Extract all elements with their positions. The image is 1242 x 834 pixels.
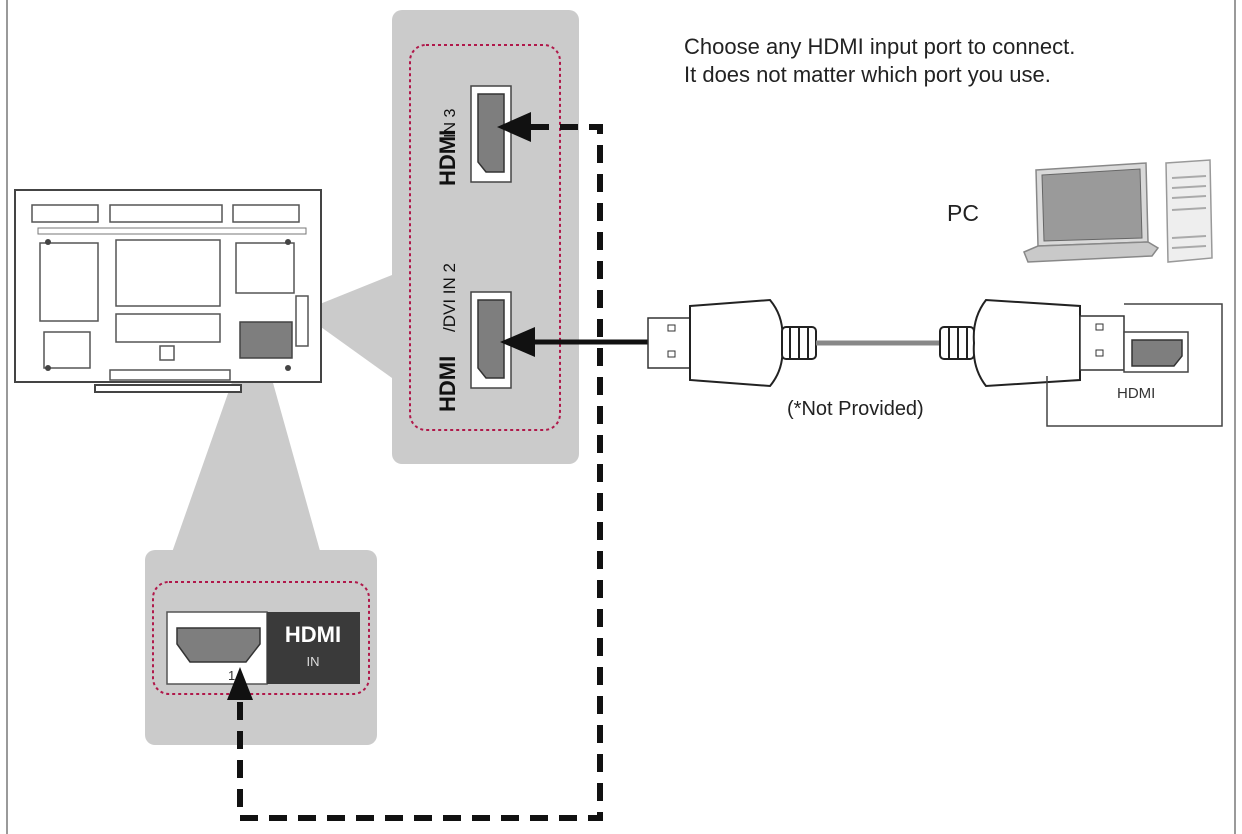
pc-hdmi-port-label: HDMI [1117,385,1156,402]
tv-back-illustration [14,189,322,393]
desktop-tower-icon [1165,159,1213,263]
hdmi-logo-in2: HDMI [435,356,460,412]
side-port-in2-label: /DVI IN 2 [440,263,459,332]
side-panel-zoom [392,10,579,464]
hdmi-port-in3 [470,85,512,183]
rear-panel-dotted-outline [152,581,370,695]
rear-port-number: 1 [228,668,235,683]
arrow-to-in3 [497,112,531,142]
hdmi-port-in2 [470,291,512,389]
laptop-icon [1023,162,1160,263]
hdmi-cable-right-plug [939,298,1125,388]
hdmi-cable-left-plug [647,298,817,388]
rear-hdmi-logo: HDMI [285,622,341,647]
instruction-line-1: Choose any HDMI input port to connect. [684,34,1076,59]
rear-hdmi-logo-box [267,612,360,684]
arrow-to-in1 [227,667,253,700]
pc-label: PC [947,200,979,226]
arrow-to-in2 [500,327,535,357]
rear-panel-callout [170,365,322,558]
side-panel-dotted-outline [409,44,561,431]
instruction-line-2: It does not matter which port you use. [684,62,1051,87]
side-panel-callout [300,275,392,378]
rear-port-in-label: IN [307,654,320,669]
dashed-cable-route [237,124,603,821]
hdmi-logo-in3: HDMI [435,130,460,186]
left-frame-line [6,0,8,834]
side-port-in3-label: IN 3 [442,109,459,138]
pc-hdmi-port-box [1046,303,1223,427]
right-frame-line [1234,0,1236,834]
not-provided-label: (*Not Provided) [787,398,924,420]
hdmi-port-in1 [176,627,261,663]
